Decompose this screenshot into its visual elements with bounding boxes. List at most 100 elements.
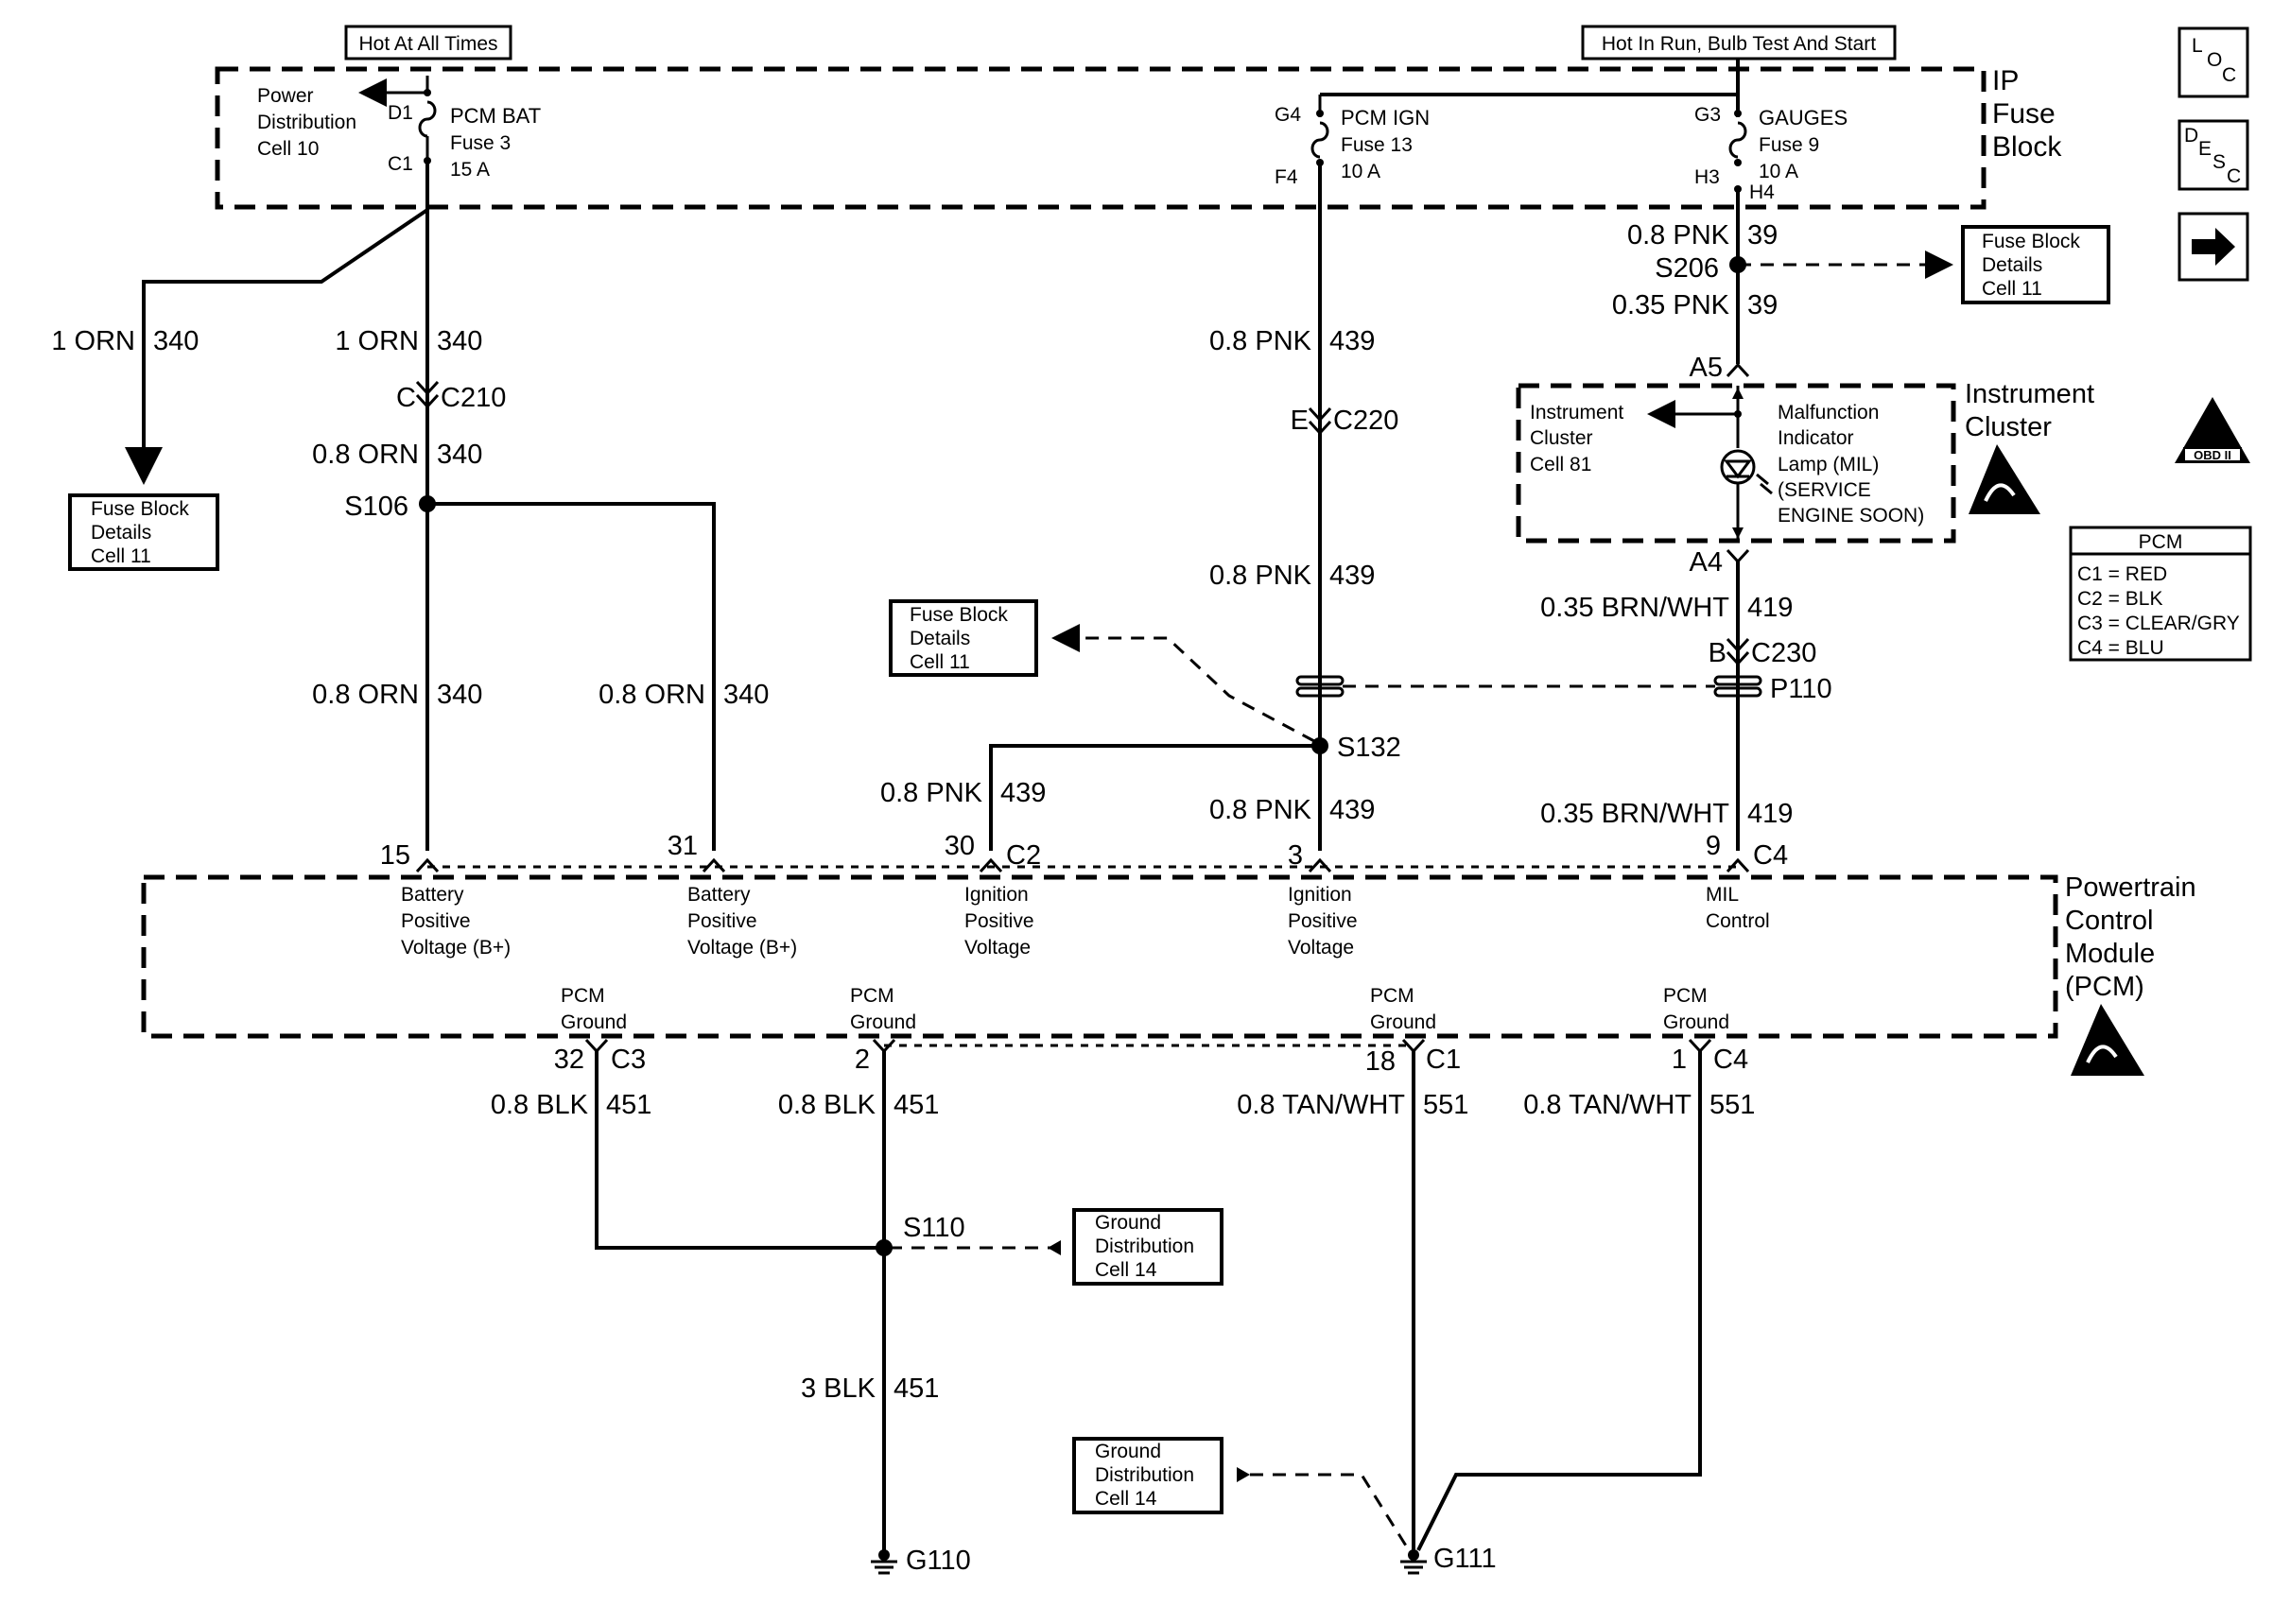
svg-text:F4: F4 bbox=[1275, 166, 1298, 188]
wire-label-08orn-a: 0.8 ORN 340 bbox=[312, 440, 482, 470]
svg-text:C2 = BLK: C2 = BLK bbox=[2077, 588, 2162, 610]
svg-text:PCM: PCM bbox=[1370, 985, 1414, 1007]
svg-text:PCM IGN: PCM IGN bbox=[1341, 106, 1430, 130]
pcm-pin-2: PCM Ground 2 bbox=[850, 985, 916, 1075]
svg-text:Ground: Ground bbox=[1095, 1212, 1161, 1234]
svg-text:10 A: 10 A bbox=[1341, 161, 1380, 182]
svg-text:Cell 11: Cell 11 bbox=[1982, 278, 2042, 300]
svg-text:340: 340 bbox=[437, 680, 482, 710]
svg-text:G3: G3 bbox=[1694, 104, 1721, 126]
wire-label-035pnk-39: 0.35 PNK 39 bbox=[1612, 290, 1778, 320]
svg-text:439: 439 bbox=[1329, 795, 1375, 825]
svg-text:419: 419 bbox=[1747, 799, 1793, 829]
svg-text:31: 31 bbox=[668, 831, 698, 861]
svg-text:1 ORN: 1 ORN bbox=[51, 326, 135, 356]
svg-text:C230: C230 bbox=[1751, 638, 1816, 668]
svg-text:3: 3 bbox=[1288, 840, 1303, 871]
svg-text:E: E bbox=[1291, 406, 1309, 436]
svg-text:39: 39 bbox=[1747, 220, 1778, 251]
svg-text:Positive: Positive bbox=[1288, 910, 1358, 932]
ref-arrow-gnd2 bbox=[1237, 1467, 1250, 1482]
svg-text:Voltage (B+): Voltage (B+) bbox=[687, 937, 797, 959]
esd-icon bbox=[1969, 444, 2040, 514]
mil-lamp: Malfunction Indicator Lamp (MIL) (SERVIC… bbox=[1647, 386, 1924, 539]
wire-label-08orn-b: 0.8 ORN 340 bbox=[312, 680, 482, 710]
svg-text:Battery: Battery bbox=[401, 884, 464, 906]
desc-icon[interactable]: D E S C bbox=[2178, 119, 2249, 191]
pcm-pin-32: PCM Ground 32 C3 bbox=[554, 985, 646, 1075]
svg-text:S: S bbox=[2212, 151, 2226, 173]
svg-text:Positive: Positive bbox=[687, 910, 757, 932]
svg-text:Hot In Run, Bulb Test And Star: Hot In Run, Bulb Test And Start bbox=[1602, 33, 1876, 55]
svg-text:Fuse Block: Fuse Block bbox=[1982, 231, 2080, 252]
svg-text:H3: H3 bbox=[1694, 166, 1720, 188]
svg-text:1: 1 bbox=[1672, 1045, 1687, 1075]
svg-text:PCM: PCM bbox=[2139, 531, 2183, 553]
loc-icon[interactable]: L O C bbox=[2178, 26, 2249, 98]
svg-text:0.35 BRN/WHT: 0.35 BRN/WHT bbox=[1540, 593, 1729, 623]
svg-text:ENGINE SOON): ENGINE SOON) bbox=[1778, 505, 1924, 527]
wire-label-3blk: 3 BLK 451 bbox=[801, 1373, 939, 1404]
fuse-3: D1 C1 PCM BAT Fuse 3 15 A bbox=[358, 76, 541, 181]
svg-text:439: 439 bbox=[1000, 778, 1046, 808]
svg-text:C4: C4 bbox=[1713, 1045, 1748, 1075]
svg-text:C1: C1 bbox=[1426, 1045, 1461, 1075]
svg-text:32: 32 bbox=[554, 1045, 584, 1075]
svg-text:C4 = BLU: C4 = BLU bbox=[2077, 637, 2164, 659]
svg-text:3 BLK: 3 BLK bbox=[801, 1373, 876, 1404]
ground-distribution-ref-2: Ground Distribution Cell 14 bbox=[1072, 1437, 1223, 1514]
svg-text:Lamp (MIL): Lamp (MIL) bbox=[1778, 454, 1879, 475]
svg-text:Block: Block bbox=[1992, 131, 2062, 163]
obd-ii-icon: OBD II bbox=[2175, 397, 2250, 463]
svg-text:0.35 BRN/WHT: 0.35 BRN/WHT bbox=[1540, 799, 1729, 829]
connector-c220: E C220 bbox=[1291, 406, 1399, 436]
svg-text:451: 451 bbox=[894, 1373, 939, 1404]
svg-text:(SERVICE: (SERVICE bbox=[1778, 479, 1871, 501]
svg-text:G110: G110 bbox=[906, 1546, 971, 1576]
svg-text:MIL: MIL bbox=[1706, 884, 1739, 906]
svg-text:0.8 ORN: 0.8 ORN bbox=[312, 440, 419, 470]
connector-a4: A4 bbox=[1690, 547, 1750, 578]
wire-label-035brn-a: 0.35 BRN/WHT 419 bbox=[1540, 593, 1793, 623]
svg-text:PCM BAT: PCM BAT bbox=[450, 104, 541, 128]
svg-text:Power: Power bbox=[257, 85, 314, 107]
splice-s110: S110 bbox=[876, 1213, 965, 1256]
wire-label-08pnk-b: 0.8 PNK 439 bbox=[1209, 561, 1375, 591]
svg-text:Malfunction: Malfunction bbox=[1778, 402, 1879, 423]
wire-label-08orn-c: 0.8 ORN 340 bbox=[599, 680, 769, 710]
svg-text:340: 340 bbox=[723, 680, 769, 710]
fuse-block-details-left: Fuse Block Details Cell 11 bbox=[68, 493, 219, 571]
svg-text:439: 439 bbox=[1329, 561, 1375, 591]
arrow-right-icon[interactable] bbox=[2178, 212, 2249, 282]
svg-text:D: D bbox=[2184, 125, 2198, 147]
svg-text:2: 2 bbox=[855, 1045, 870, 1075]
svg-text:C: C bbox=[396, 383, 416, 413]
instrument-cluster-ref: Instrument Cluster Cell 81 bbox=[1530, 402, 1623, 475]
splice-s206: S206 bbox=[1655, 253, 1746, 284]
svg-text:B: B bbox=[1709, 638, 1726, 668]
connector-c210: C C210 bbox=[396, 380, 506, 413]
esd-icon-pcm bbox=[2071, 1004, 2144, 1076]
fuse-block-details-right: Fuse Block Details Cell 11 bbox=[1961, 225, 2110, 304]
svg-text:0.8 BLK: 0.8 BLK bbox=[491, 1090, 589, 1120]
hot-at-all-times-label: Hot At All Times bbox=[344, 25, 512, 60]
svg-text:Instrument: Instrument bbox=[1965, 379, 2094, 409]
svg-text:9: 9 bbox=[1706, 831, 1721, 861]
power-distribution-ref: Power Distribution Cell 10 bbox=[257, 85, 356, 160]
svg-text:C1: C1 bbox=[388, 153, 413, 175]
ip-fuse-block-title: IP Fuse Block bbox=[1992, 65, 2062, 163]
svg-text:Fuse 3: Fuse 3 bbox=[450, 132, 511, 154]
instrument-cluster-outline bbox=[1516, 383, 1956, 544]
svg-text:C2: C2 bbox=[1006, 840, 1041, 871]
svg-text:Positive: Positive bbox=[401, 910, 471, 932]
svg-text:39: 39 bbox=[1747, 290, 1778, 320]
svg-text:Fuse 9: Fuse 9 bbox=[1759, 134, 1819, 156]
svg-text:1 ORN: 1 ORN bbox=[335, 326, 419, 356]
svg-text:Details: Details bbox=[1982, 254, 2042, 276]
wire-label-08blk-b: 0.8 BLK 451 bbox=[778, 1090, 940, 1120]
svg-text:Fuse: Fuse bbox=[1992, 98, 2056, 130]
svg-text:Control: Control bbox=[2065, 906, 2154, 936]
wire-340-s106-branch bbox=[427, 502, 716, 851]
shield-p110: P110 bbox=[1295, 674, 1832, 704]
svg-text:P110: P110 bbox=[1770, 674, 1832, 704]
